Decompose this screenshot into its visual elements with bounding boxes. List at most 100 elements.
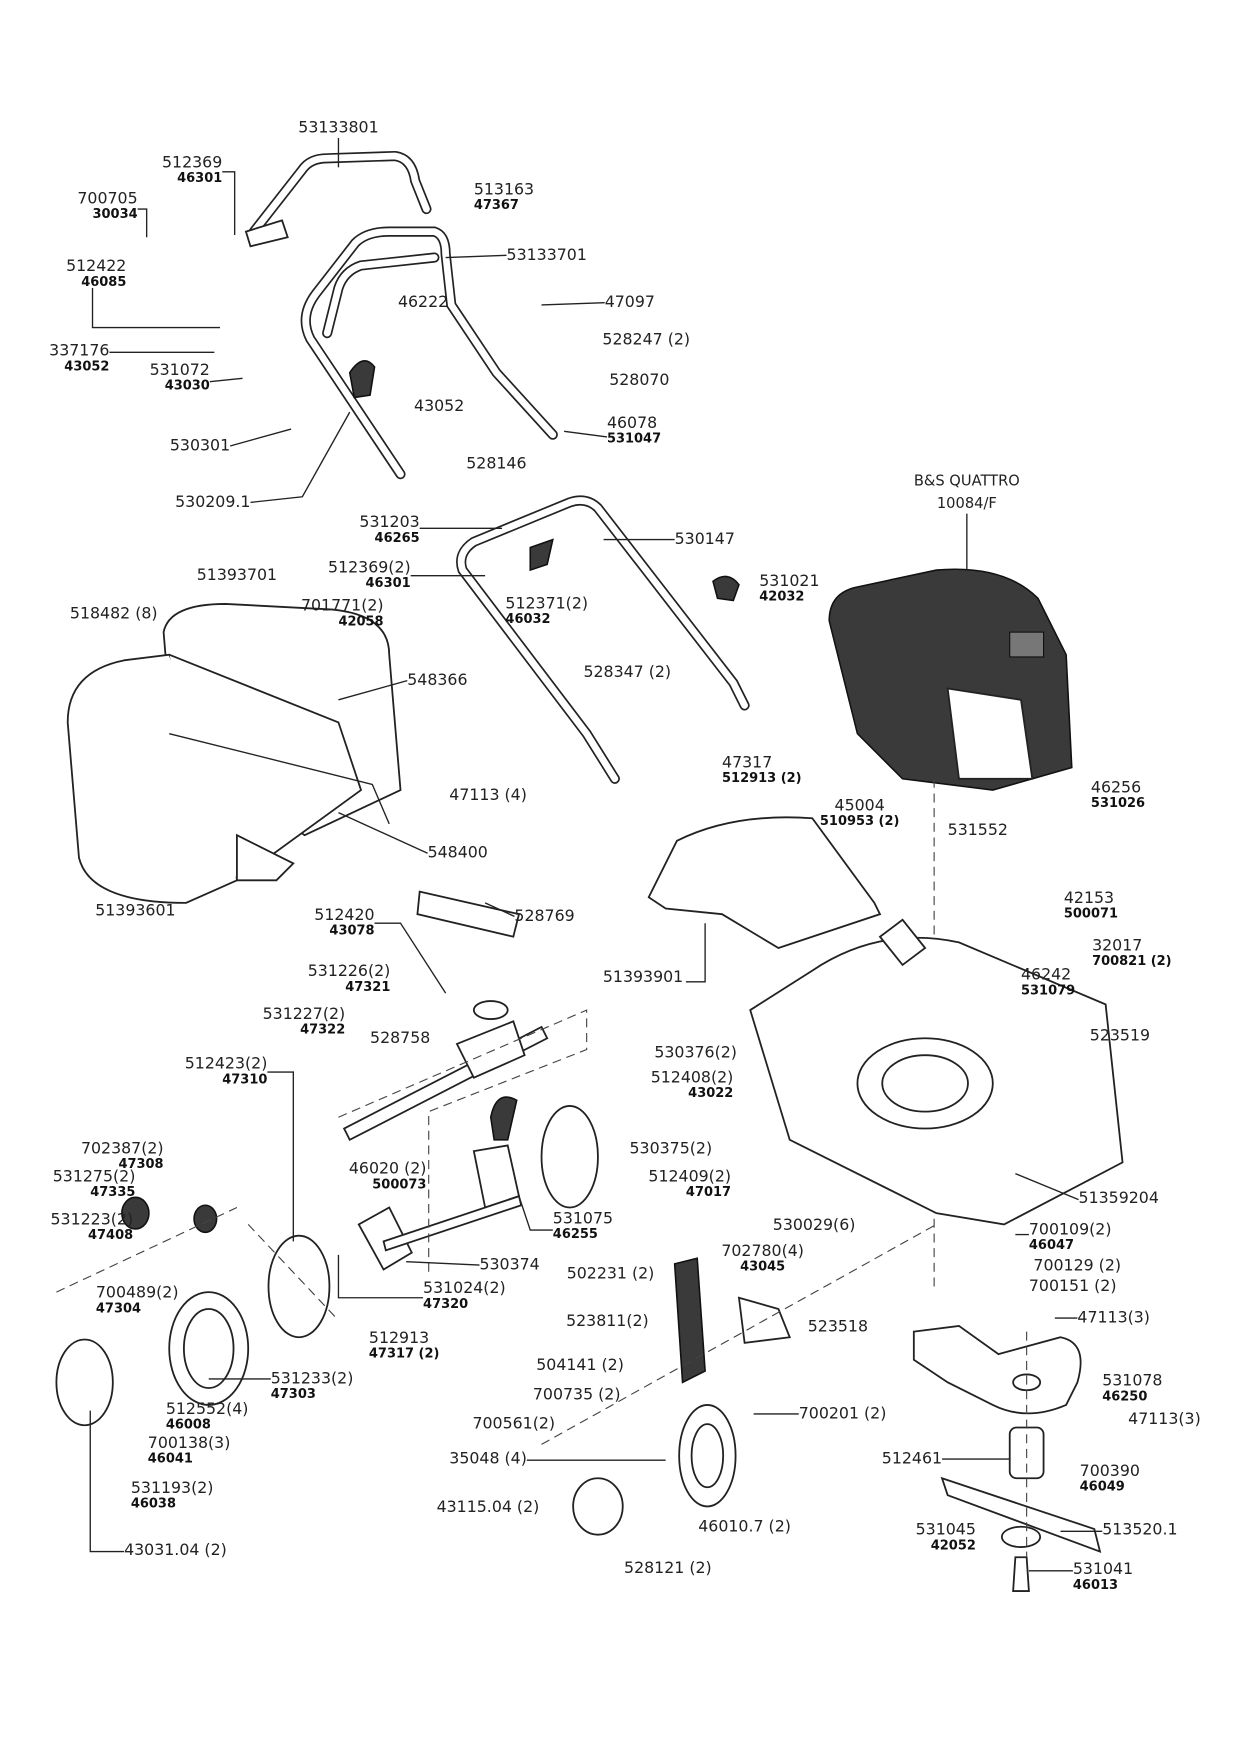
alt-part-number-label: 46032 [505,612,550,627]
part-number-label: 47113(3) [1077,1308,1150,1327]
front-wheel-assembly [541,1223,937,1536]
alt-part-number-label: 42052 [931,1538,976,1553]
part-number-label: 531227(2) [263,1004,346,1023]
part-number-label: 700201 (2) [799,1403,887,1422]
axle-and-gearbox [338,890,599,1276]
alt-part-number-label: 47304 [96,1301,141,1316]
alt-part-number-label: 46301 [177,171,222,186]
alt-part-number-label: 43078 [329,923,374,938]
part-number-label: 701771(2) [301,596,384,615]
part-number-label: 512422 [66,256,126,275]
alt-part-number-label: 47408 [88,1228,133,1243]
part-number-label: 531203 [359,512,419,531]
part-number-label: 528146 [466,454,526,473]
alt-part-number-label: 46085 [81,275,126,290]
part-number-label: 512420 [314,905,374,924]
part-number-label: 47113 (4) [449,785,527,804]
part-number-label: 531045 [916,1520,976,1539]
part-number-label: 337176 [49,341,109,360]
part-number-label: 53133801 [298,117,378,136]
part-number-label: 523519 [1090,1026,1150,1045]
part-number-label: 43052 [414,396,464,415]
part-number-label: 530376(2) [654,1042,737,1061]
part-number-label: 531552 [948,820,1008,839]
part-number-label: 46222 [398,292,448,311]
alt-part-number-label: 46049 [1080,1480,1125,1495]
part-number-label: 700151 (2) [1029,1276,1117,1295]
part-number-label: 46020 (2) [349,1159,427,1178]
engine-brand-caption: B&S QUATTRO [914,472,1020,489]
part-number-label: 512409(2) [648,1167,731,1186]
rear-flap [647,816,882,949]
part-number-label: 700735 (2) [533,1384,621,1403]
alt-part-number-label: 42058 [338,614,383,629]
part-number-label: 513520.1 [1102,1520,1177,1539]
part-number-label: 512913 [369,1328,429,1347]
part-number-label: 53133701 [507,245,587,264]
part-number-label: 42153 [1064,888,1114,907]
alt-part-number-label: 46013 [1073,1578,1118,1593]
part-number-label: 51359204 [1079,1188,1159,1207]
alt-part-number-label: 512913 (2) [722,771,802,786]
part-number-label: 700489(2) [96,1283,179,1302]
part-number-label: 512369 [162,152,222,171]
alt-part-number-label: 47367 [474,198,519,213]
part-number-label: 530375(2) [630,1138,713,1157]
part-number-label: 512423(2) [185,1054,268,1073]
alt-part-number-label: 700821 (2) [1092,954,1172,969]
part-number-label: 531024(2) [423,1278,506,1297]
part-number-label: 531075 [553,1208,613,1227]
lower-handle-bar [456,495,750,784]
alt-part-number-label: 43052 [64,359,109,374]
part-number-label: 531223(2) [51,1209,134,1228]
part-number-label: 51393601 [95,900,175,919]
part-number-label: 47113(3) [1128,1409,1201,1428]
alt-part-number-label: 47322 [300,1023,345,1038]
alt-part-number-label: 46008 [166,1418,211,1433]
alt-part-number-label: 510953 (2) [820,814,900,829]
part-number-label: 530374 [479,1255,539,1274]
engine-model-caption: 10084/F [937,495,997,512]
part-number-label: 523811(2) [566,1311,649,1330]
part-number-label: 46256 [1091,777,1141,796]
part-number-label: 35048 (4) [449,1449,527,1468]
mower-deck [749,918,1124,1226]
part-number-label: 51393901 [603,967,683,986]
alt-part-number-label: 47310 [222,1072,267,1087]
part-number-label: 530209.1 [175,492,250,511]
alt-part-number-label: 531047 [607,432,661,447]
part-number-label: 518482 (8) [70,604,158,623]
alt-part-number-label: 46255 [553,1227,598,1242]
alt-part-number-label: 47320 [423,1297,468,1312]
part-number-label: 504141 (2) [536,1355,624,1374]
alt-part-number-label: 47308 [118,1157,163,1172]
alt-part-number-label: 43030 [165,379,210,394]
part-number-label: 531072 [150,360,210,379]
alt-part-number-label: 47017 [686,1185,731,1200]
leader-lines [89,137,1103,1572]
part-number-label: 528758 [370,1028,430,1047]
part-number-label: 531021 [759,571,819,590]
part-number-label: 512461 [882,1449,942,1468]
part-number-label: 32017 [1092,935,1142,954]
alt-part-number-label: 30034 [93,207,138,222]
part-number-label: 531193(2) [131,1478,214,1497]
part-number-label: 512408(2) [651,1067,734,1086]
alt-part-number-label: 47303 [271,1387,316,1402]
part-number-label: 700138(3) [148,1433,231,1452]
alt-part-number-label: 43022 [688,1086,733,1101]
part-number-label: 528070 [609,370,669,389]
part-number-label: 531226(2) [308,961,391,980]
part-number-label: 46078 [607,413,657,432]
part-labels: 5313380151236946301513163473677007053003… [49,117,1201,1592]
alt-part-number-label: 43045 [740,1260,785,1275]
part-number-label: 43115.04 (2) [437,1497,540,1516]
part-number-label: 46010.7 (2) [698,1516,791,1535]
alt-part-number-label: 500073 [372,1177,426,1192]
part-number-label: 531233(2) [271,1368,354,1387]
rear-wheel-assembly [55,1196,339,1427]
engine [828,568,1073,1287]
part-number-label: 47097 [605,292,655,311]
